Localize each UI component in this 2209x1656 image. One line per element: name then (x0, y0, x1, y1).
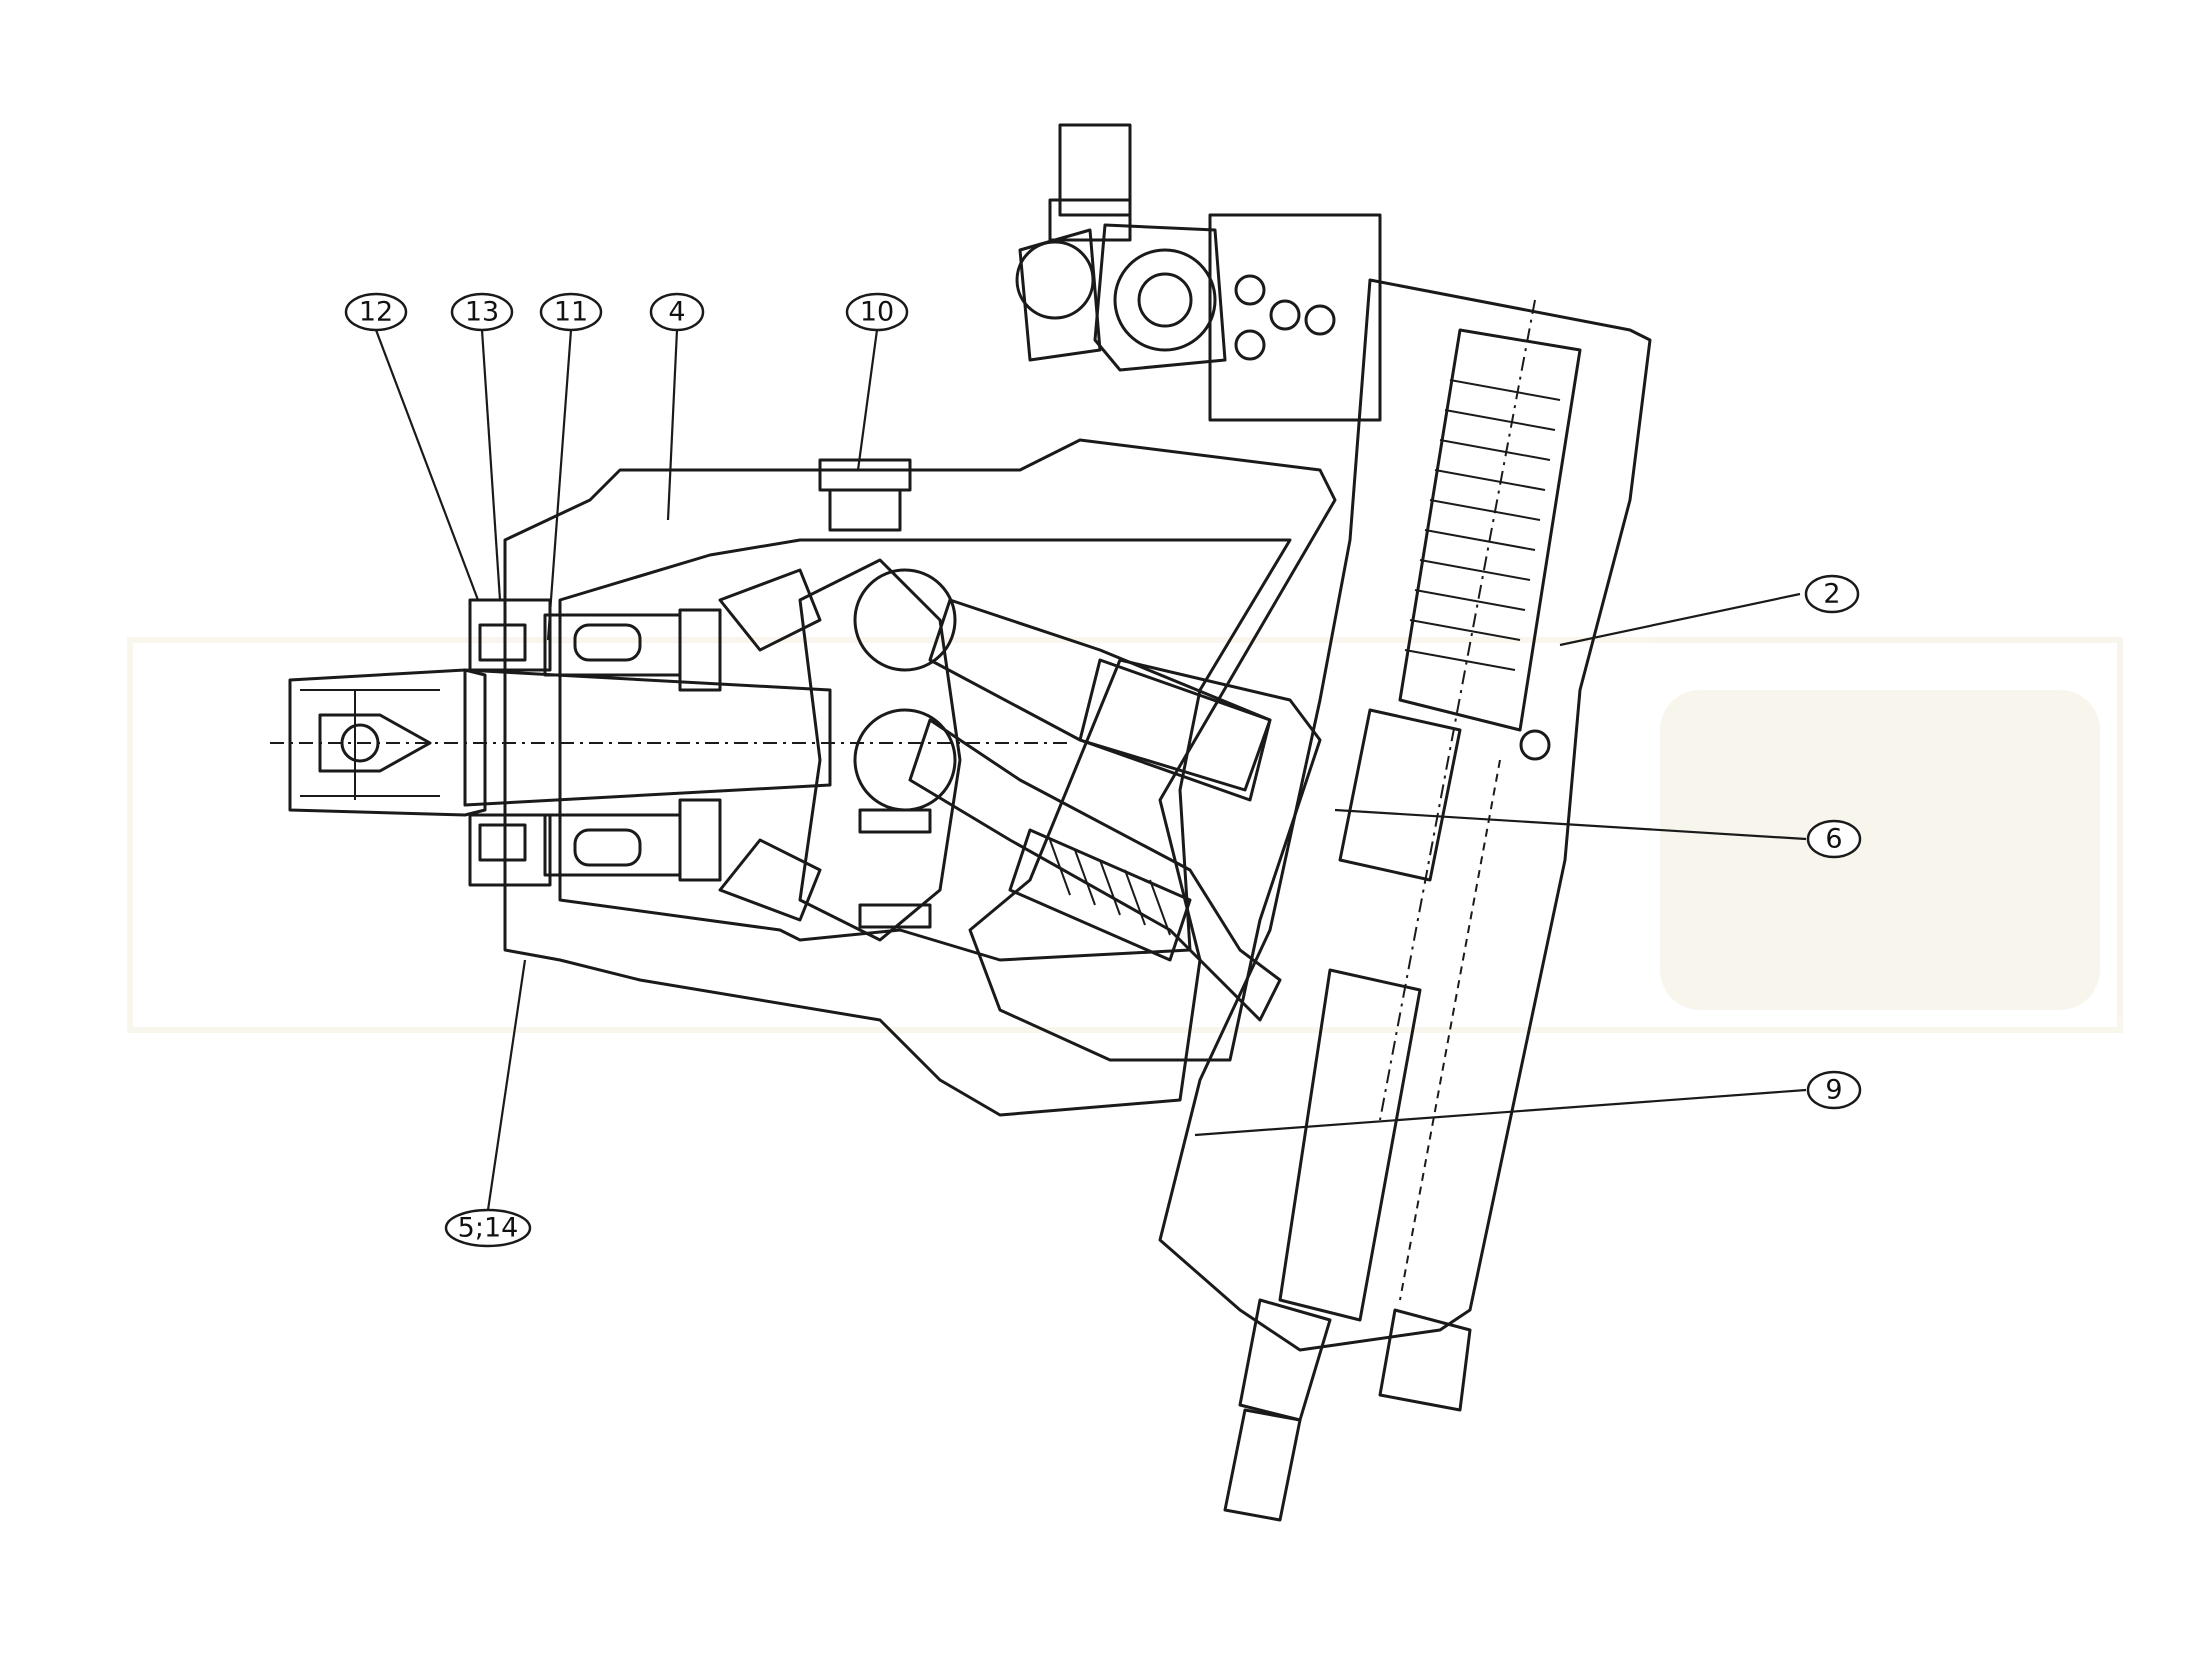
front-bearing-stack (468, 598, 722, 887)
callout-10-label: 10 (860, 297, 894, 328)
callout-11-label: 11 (554, 297, 588, 328)
control-valve-block (1015, 123, 1382, 422)
adjustment-screw (1223, 1298, 1472, 1522)
callout-6: 6 (1334, 808, 1862, 859)
callout-13: 13 (450, 292, 514, 601)
callout-13-label: 13 (465, 297, 499, 328)
drive-shaft (270, 668, 1070, 817)
pistons (908, 598, 1282, 1022)
callout-11: 11 (539, 292, 603, 641)
callout-9: 9 (1194, 1070, 1862, 1137)
drive-flange (718, 558, 962, 942)
callout-12: 12 (344, 292, 480, 601)
callout-2: 2 (1559, 574, 1860, 647)
callout-5-14-label: 5;14 (458, 1213, 519, 1244)
flushing-plug (818, 458, 912, 532)
callout-4: 4 (649, 292, 705, 521)
callout-9-label: 9 (1825, 1075, 1842, 1106)
callout-2-label: 2 (1823, 579, 1840, 610)
callout-12-label: 12 (359, 297, 393, 328)
housing-body (503, 438, 1337, 1117)
callout-5-14: 5;14 (444, 959, 532, 1248)
callout-6-label: 6 (1825, 824, 1842, 855)
control-spring (1404, 379, 1561, 671)
callout-4-label: 4 (668, 297, 685, 328)
cylinder-block (968, 658, 1322, 1062)
control-head (1158, 278, 1652, 1352)
callout-10: 10 (845, 292, 909, 471)
watermark-logo (127, 637, 2123, 1033)
center-spring (1049, 839, 1171, 936)
